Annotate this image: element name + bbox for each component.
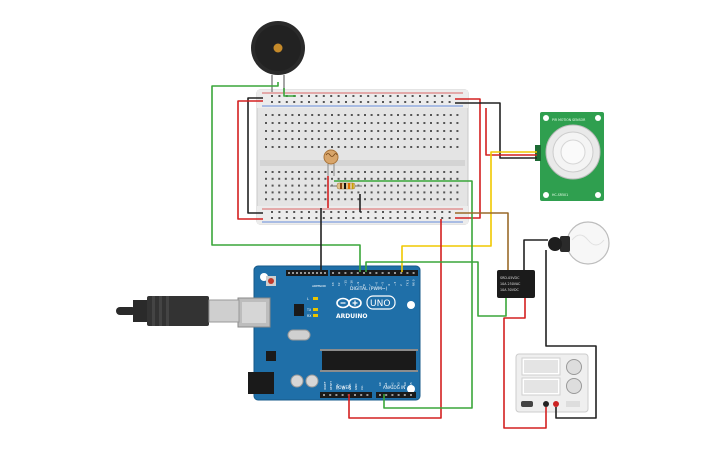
arduino-logo-icon	[336, 297, 362, 309]
power-supply[interactable]	[515, 353, 589, 413]
wire-green-buzzer-top	[283, 88, 296, 97]
wire-red-vcc-rail-left	[237, 100, 263, 220]
resistor[interactable]	[330, 182, 362, 190]
analog-pin-label: A2	[390, 382, 394, 386]
analog-pin-label: A4	[403, 382, 407, 386]
wires	[211, 82, 597, 429]
relay-module[interactable]: SRD-05VDC 10A 250VAC 10A 30VDC	[497, 270, 535, 298]
digital-pin-label: 7	[368, 284, 372, 286]
digital-pin-label: 8	[362, 284, 366, 286]
wire-green-ldr-signal	[334, 180, 473, 409]
pir-motion-sensor[interactable]: PIR MOTION SENSOR HC-SR501	[535, 112, 604, 201]
header-pins	[288, 272, 415, 396]
light-bulb[interactable]	[548, 221, 610, 265]
digital-pin-label: 12	[337, 282, 341, 286]
digital-pin-label: 13	[331, 282, 335, 286]
digital-pin-label: TX 1	[405, 279, 409, 287]
breadboard-holes	[265, 95, 459, 219]
analog-pin-label: A0	[378, 382, 382, 386]
power-pin-label: Vin	[360, 385, 364, 390]
digital-pin-label: ~10	[350, 280, 354, 286]
led-rx-label: RX	[307, 314, 312, 318]
arduino-uno[interactable]: ARDUINO UNO DIGITAL (PWM~) POWER ANALOG …	[237, 265, 421, 401]
power-header-label: POWER	[336, 385, 351, 390]
pir-label-top: PIR MOTION SENSOR	[552, 118, 586, 122]
analog-pin-label: A1	[384, 382, 388, 386]
power-pin-label: GND	[354, 384, 358, 390]
usb-cable[interactable]	[116, 296, 240, 326]
power-pin-label: GND	[348, 384, 352, 390]
digital-pin-label: ~3	[393, 282, 397, 286]
wire-red-pir-vcc	[485, 108, 537, 156]
wire-black-bulb-supply	[545, 250, 597, 419]
relay-label-3: 10A 30VDC	[500, 288, 519, 292]
aref-label: AREF	[312, 284, 320, 288]
wire-green-buzzer	[211, 82, 361, 272]
digital-header-label: DIGITAL (PWM~)	[350, 286, 388, 292]
arduino-brand: ARDUINO	[336, 313, 367, 320]
power-pin-label: RESET	[329, 381, 333, 390]
led-tx-label: TX	[306, 308, 312, 312]
wire-black-gnd-rail-left	[247, 97, 263, 214]
wire-red-vcc-rail-right	[455, 98, 481, 219]
wire-green-relay-signal	[365, 261, 507, 317]
pir-label-bottom: HC-SR501	[552, 193, 568, 197]
digital-pin-label: ~9	[356, 282, 360, 286]
analog-header-label: ANALOG IN	[383, 385, 405, 390]
relay-label-2: 10A 250VAC	[500, 282, 521, 286]
wire-yellow-pir-out	[401, 151, 537, 272]
wire-black-gnd-rail-right	[455, 102, 537, 159]
digital-pin-label: ~5	[381, 282, 385, 286]
wire-black-relay-gnd	[523, 239, 548, 270]
relay-label-1: SRD-05VDC	[500, 276, 520, 280]
digital-pin-label: ~6	[374, 282, 378, 286]
analog-pin-label: A3	[397, 382, 401, 386]
wire-brown-relay-vcc	[455, 212, 509, 270]
digital-pin-label: ~11	[343, 280, 347, 286]
power-pin-label: 3.3V	[335, 384, 339, 390]
digital-pin-label: 2	[399, 284, 403, 286]
photoresistor[interactable]	[323, 149, 339, 176]
piezo-buzzer[interactable]	[251, 21, 305, 92]
gnd-label: GND	[319, 284, 327, 288]
breadboard[interactable]	[256, 89, 469, 225]
wire-red-relay-supply	[503, 298, 547, 429]
analog-pin-label: A5	[409, 382, 413, 386]
led-l-label: L	[307, 297, 309, 301]
power-pin-label: IOREF	[323, 381, 327, 390]
arduino-model: UNO	[370, 299, 390, 309]
power-pin-label: 5V	[342, 386, 346, 390]
wire-red-5v-lower	[348, 219, 442, 419]
digital-pin-label: 4	[387, 284, 391, 286]
digital-pin-label: RX 0	[412, 279, 416, 286]
